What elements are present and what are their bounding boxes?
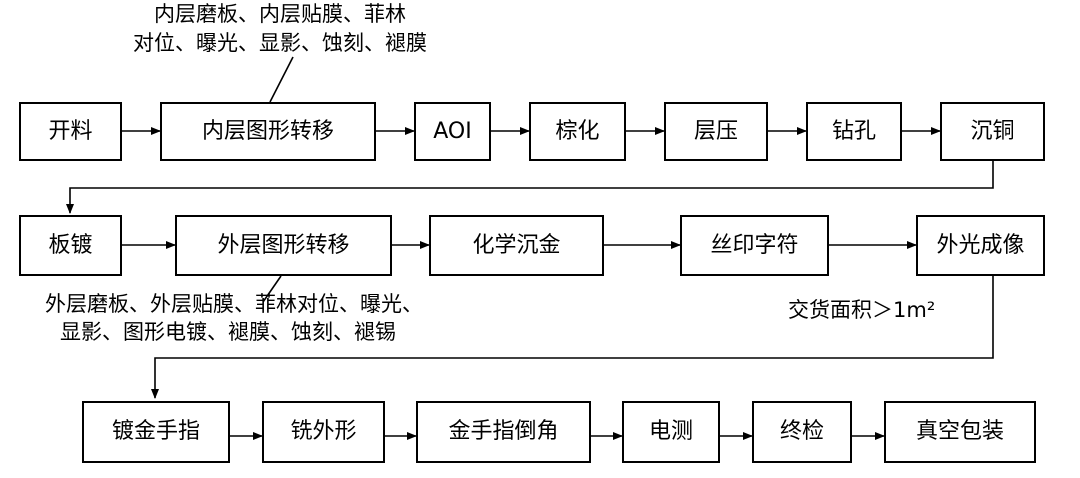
outer-note-leader (262, 275, 282, 303)
step-final-inspection: 终检 (752, 401, 852, 463)
step-cengya: 层压 (664, 102, 768, 161)
outer-process-note-line1: 外层磨板、外层贴膜、菲林对位、曝光、 (45, 292, 423, 316)
step-zuankong: 钻孔 (806, 102, 902, 161)
step-gold-finger-plating: 镀金手指 (82, 401, 230, 463)
step-outer-imaging: 外光成像 (916, 215, 1045, 276)
inner-process-note-line2: 对位、曝光、显影、蚀刻、褪膜 (133, 31, 427, 55)
delivery-area-note: 交货面积＞1m² (788, 298, 936, 322)
arrow-chentong-to-bandu (66, 161, 994, 214)
step-inner-pattern-transfer: 内层图形转移 (160, 102, 376, 161)
arrow-waiguang-to-dujin (151, 276, 994, 399)
step-chemical-gold: 化学沉金 (429, 215, 604, 276)
step-chentong: 沉铜 (940, 102, 1045, 161)
step-routing: 铣外形 (262, 401, 385, 463)
step-zonghua: 棕化 (529, 102, 626, 161)
inner-note-leader (269, 56, 294, 103)
step-vacuum-packing: 真空包装 (884, 401, 1036, 463)
step-kailiao: 开料 (19, 102, 122, 161)
inner-process-note-line1: 内层磨板、内层贴膜、菲林 (154, 2, 406, 26)
step-silkscreen: 丝印字符 (680, 215, 829, 276)
outer-process-note-line2: 显影、图形电镀、褪膜、蚀刻、褪锡 (60, 320, 396, 344)
step-aoi: AOI (414, 102, 491, 161)
step-bandu: 板镀 (19, 215, 122, 276)
step-electrical-test: 电测 (622, 401, 720, 463)
step-outer-pattern-transfer: 外层图形转移 (175, 215, 392, 276)
step-gold-finger-bevel: 金手指倒角 (416, 401, 591, 463)
